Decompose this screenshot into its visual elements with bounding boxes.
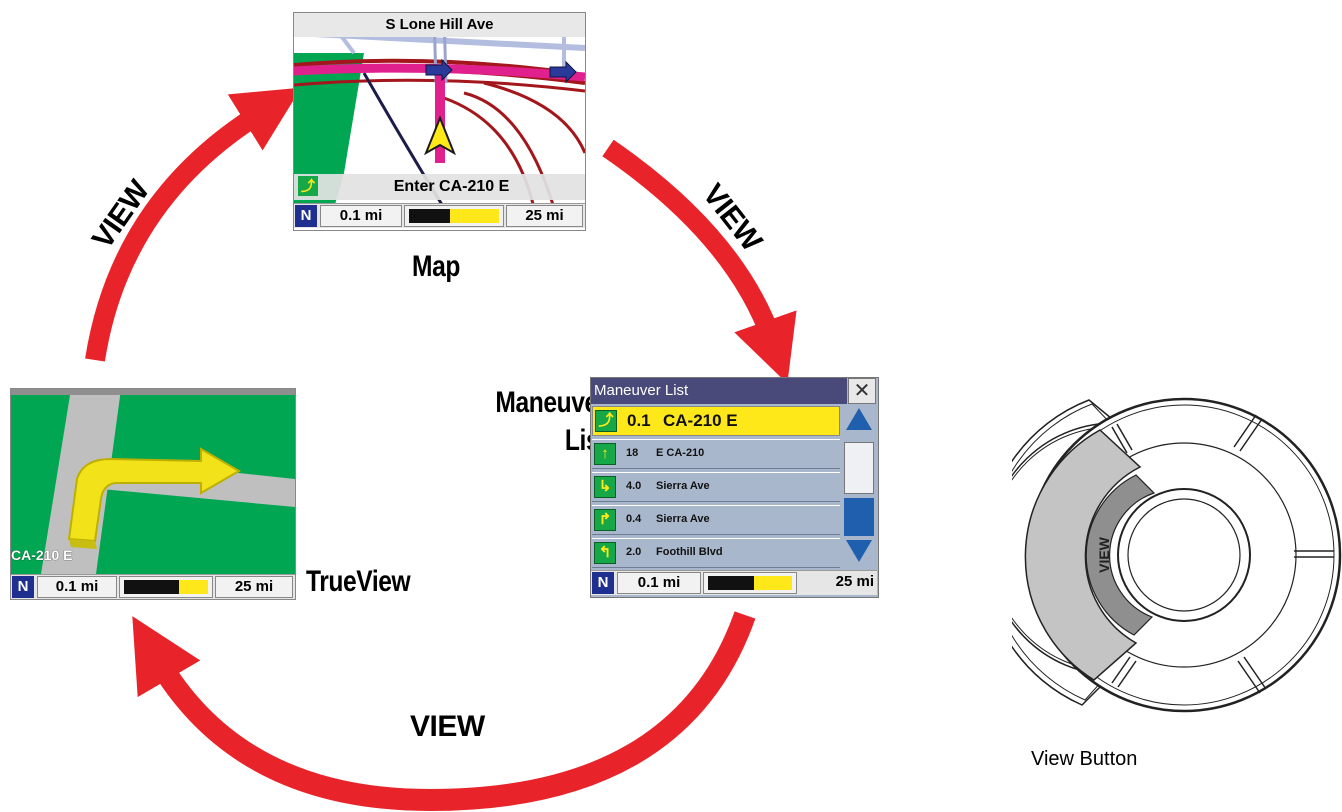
arrow-maneuver-to-trueview: [132, 611, 756, 812]
maneuver-turn-icon: ⤴: [595, 410, 617, 432]
maneuver-list-title: Maneuver List: [591, 378, 847, 404]
view-label-bottom: VIEW: [410, 710, 485, 743]
maneuver-distance: 0.4: [626, 513, 642, 525]
north-indicator: N: [592, 572, 614, 594]
map-screen: S Lone Hill Ave ⤴ Enter CA-210 E N 0.1 m…: [293, 12, 586, 231]
maneuver-street: Foothill Blvd: [656, 546, 723, 558]
map-status-bar: N 0.1 mi 25 mi: [294, 203, 585, 228]
maneuver-list-label: Maneuver List: [495, 386, 607, 457]
maneuver-street: Sierra Ave: [656, 480, 710, 492]
maneuver-row[interactable]: ↑ 18 E CA-210: [592, 439, 840, 469]
trueview-screen: CA-210 E N 0.1 mi 25 mi: [10, 388, 296, 600]
maneuver-progress-bar: [703, 572, 797, 594]
maneuver-turn-icon: ↑: [594, 443, 616, 465]
trueview-progress-fill: [178, 580, 208, 594]
maneuver-street: CA-210 E: [663, 411, 738, 430]
scroll-up-icon[interactable]: [846, 408, 872, 430]
maneuver-row-active[interactable]: ⤴ 0.1 CA-210 E: [592, 406, 840, 436]
maneuver-status-bar: N 0.1 mi 25 mi: [591, 570, 877, 595]
scroll-down-icon[interactable]: [846, 540, 872, 562]
arrow-trueview-to-map: [85, 87, 302, 362]
map-distance: 25 mi: [506, 205, 583, 227]
map-label: Map: [412, 250, 460, 283]
trueview-status-bar: N 0.1 mi 25 mi: [11, 574, 295, 599]
maneuver-distance: 25 mi: [835, 573, 874, 590]
arrow-map-to-maneuver: [602, 139, 797, 384]
north-indicator: N: [12, 576, 34, 598]
maneuver-turn-icon: ↰: [594, 542, 616, 564]
map-scale: 0.1 mi: [320, 205, 402, 227]
trueview-canvas: [11, 389, 295, 599]
maneuver-distance: 2.0: [626, 546, 642, 558]
trueview-distance: 25 mi: [215, 576, 293, 598]
trueview-label: TrueView: [306, 565, 411, 598]
maneuver-row[interactable]: ↰ 2.0 Foothill Blvd: [592, 538, 840, 568]
trueview-scale: 0.1 mi: [37, 576, 117, 598]
map-instruction-text: Enter CA-210 E: [393, 178, 510, 195]
map-street-name: S Lone Hill Ave: [294, 13, 585, 37]
trueview-road-name: CA-210 E: [11, 547, 73, 563]
maneuver-distance: 4.0: [626, 480, 642, 492]
vehicle-position-icon: [424, 115, 456, 156]
maneuver-distance: 18: [626, 447, 639, 459]
map-progress-bar: [404, 205, 504, 227]
map-canvas: [294, 13, 585, 230]
maneuver-distance: 0.1: [627, 411, 651, 430]
maneuver-scale: 0.1 mi: [617, 572, 701, 594]
view-button-diagram: VIEW: [1012, 397, 1342, 713]
view-button-label: View Button: [1031, 748, 1138, 770]
close-button[interactable]: ✕: [848, 378, 876, 404]
scrollbar[interactable]: [842, 406, 876, 568]
maneuver-street: E CA-210: [656, 447, 705, 459]
scroll-track[interactable]: [844, 498, 874, 536]
maneuver-street: Sierra Ave: [656, 513, 710, 525]
turn-merge-icon: ⤴: [298, 176, 318, 196]
map-instruction-bar: ⤴ Enter CA-210 E: [294, 174, 585, 200]
view-key-highlight[interactable]: [1024, 429, 1142, 681]
maneuver-turn-icon: ↳: [594, 476, 616, 498]
trueview-progress-bar: [119, 576, 213, 598]
map-progress-fill: [449, 209, 499, 223]
north-indicator: N: [295, 205, 317, 227]
maneuver-turn-icon: ↱: [594, 509, 616, 531]
maneuver-row[interactable]: ↱ 0.4 Sierra Ave: [592, 505, 840, 535]
maneuver-progress-fill: [754, 576, 792, 590]
scroll-thumb[interactable]: [844, 442, 874, 494]
maneuver-row[interactable]: ↳ 4.0 Sierra Ave: [592, 472, 840, 502]
view-key-text: VIEW: [1096, 536, 1112, 573]
